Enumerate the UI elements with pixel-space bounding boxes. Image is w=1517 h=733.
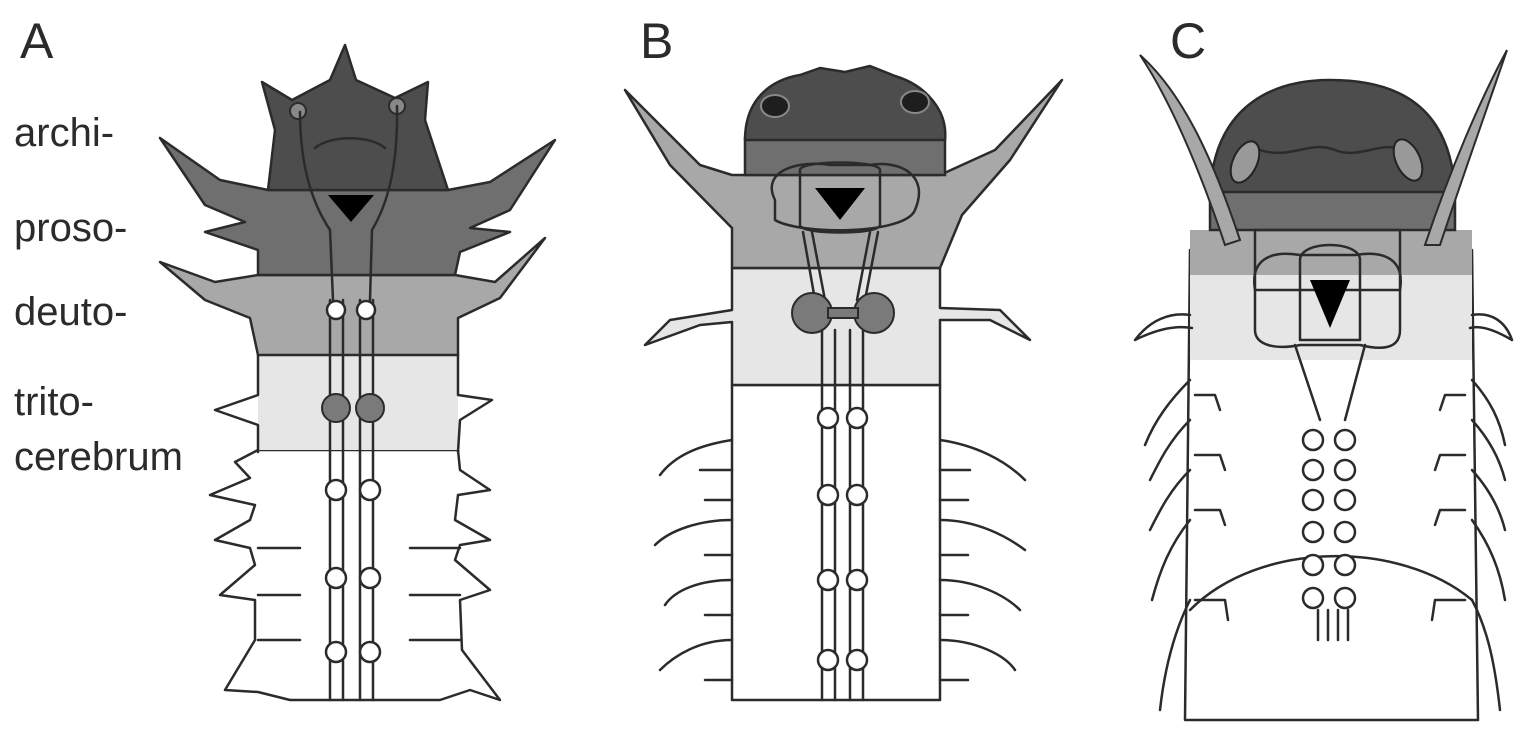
specimen-b (625, 66, 1062, 700)
ganglion-right-a (356, 394, 384, 422)
ganglion-right-b (854, 293, 894, 333)
specimen-a (160, 45, 555, 700)
archi-head-a (262, 45, 448, 190)
eye-left-b (761, 95, 789, 117)
proso-band-c (1210, 190, 1455, 230)
eye-left-a (290, 103, 306, 119)
body-a (210, 450, 500, 700)
trito-band-b (645, 268, 1030, 385)
proso-band-b (745, 138, 945, 175)
ganglion-left-b (792, 293, 832, 333)
ganglion-left-a (322, 394, 350, 422)
eye-right-b (901, 91, 929, 113)
specimen-c (1135, 50, 1512, 720)
